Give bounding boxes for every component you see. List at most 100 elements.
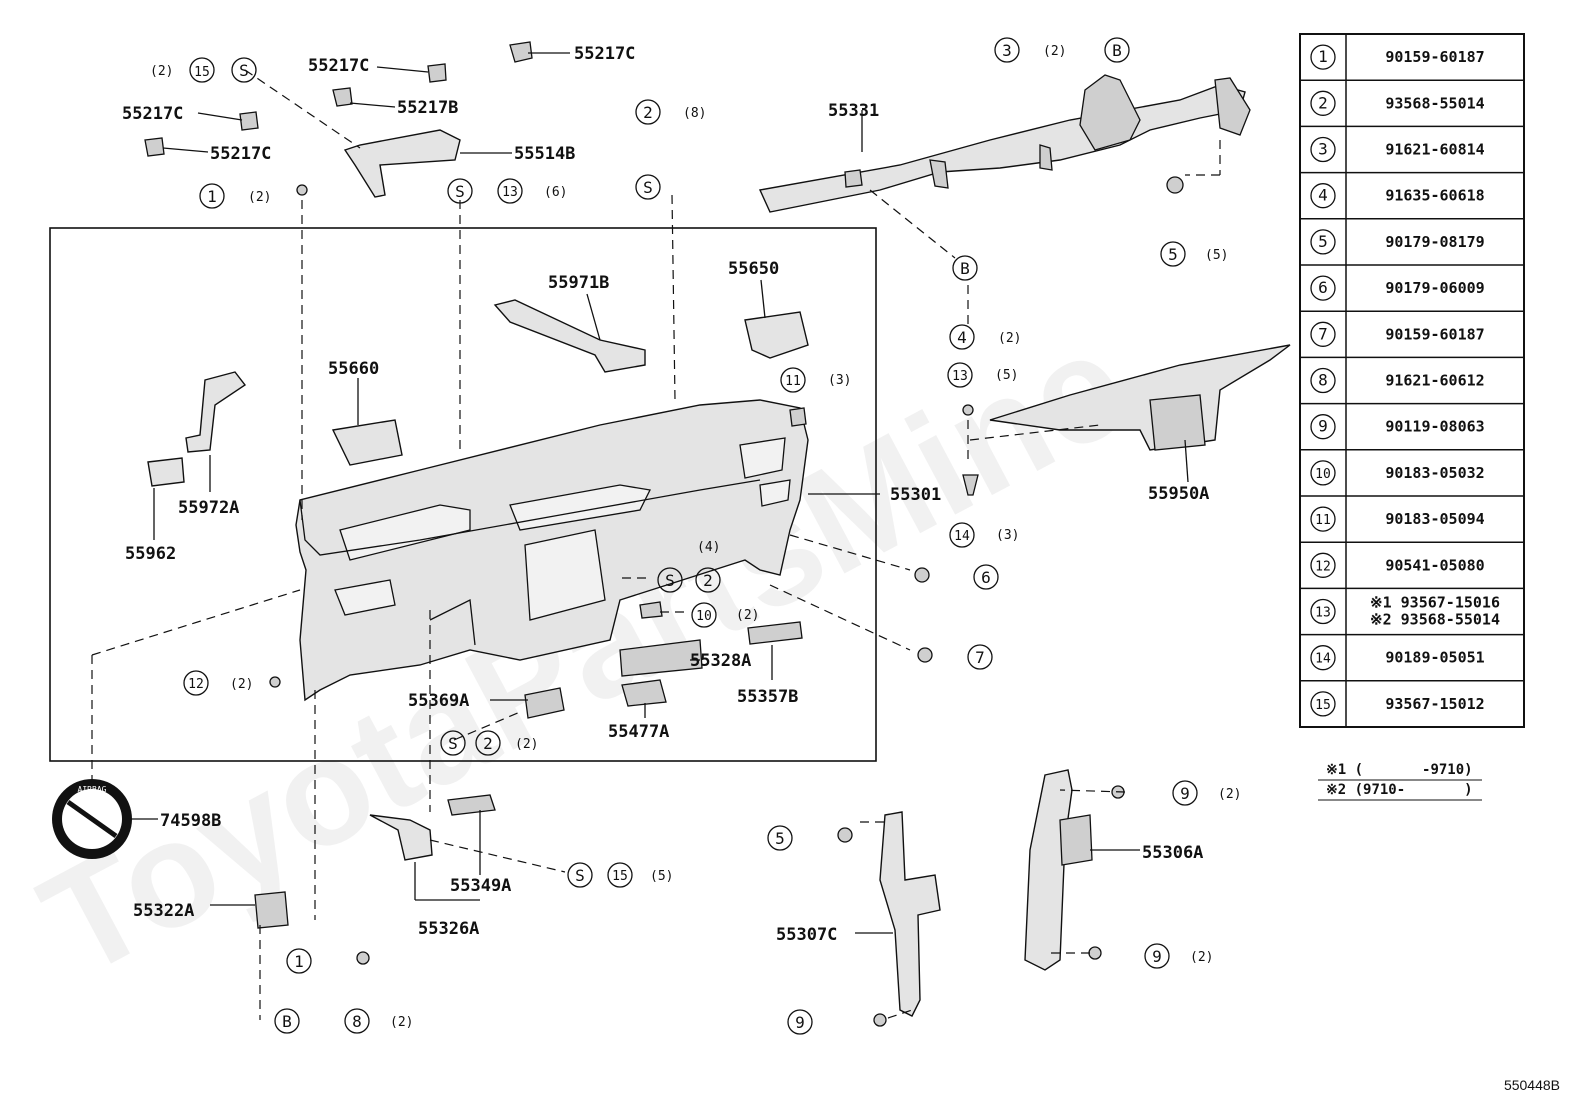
label-55217c-top-left: 55217C <box>308 56 369 76</box>
fastener-ref-number: 10 <box>1315 467 1331 482</box>
qty-13-mid: (5) <box>995 368 1018 383</box>
fastener-ref-circle <box>1310 691 1336 717</box>
fastener-part-code: 90179-08179 <box>1385 233 1484 251</box>
fastener-ref-number: 8 <box>1318 371 1328 390</box>
callout-s-a: S <box>239 61 249 80</box>
qty-13-top: (6) <box>544 185 567 200</box>
qty-15-bottom: (5) <box>650 869 673 884</box>
label-55217c-mid: 55217C <box>122 104 183 124</box>
fastener-part-code: ※2 93568-55014 <box>1370 611 1500 629</box>
qty-3-top: (2) <box>1043 44 1066 59</box>
lower-parts <box>254 769 1093 1017</box>
fastener-ref-circle <box>1310 645 1336 671</box>
callout-13-a: 13 <box>502 185 518 200</box>
fastener-part-code: 90183-05094 <box>1385 510 1484 528</box>
clip-shapes-top <box>144 41 533 157</box>
callout-9-b: 9 <box>1180 784 1190 803</box>
diagram-id: 550448B <box>1504 1077 1560 1093</box>
fastener-part-code: 93568-55014 <box>1385 94 1484 112</box>
callout-2-b: 2 <box>703 571 713 590</box>
callout-circles <box>183 37 1198 1035</box>
callout-15-a: 15 <box>194 65 210 80</box>
label-55962: 55962 <box>125 544 176 564</box>
label-55660: 55660 <box>328 359 379 379</box>
label-55326a: 55326A <box>418 919 479 939</box>
airbag-badge-label: AIRBAG <box>78 785 107 794</box>
fastener-part-code: 90541-05080 <box>1385 556 1484 574</box>
label-55301: 55301 <box>890 485 941 505</box>
label-55349a: 55349A <box>450 876 511 896</box>
fastener-ref-number: 11 <box>1315 513 1331 528</box>
callout-texts: 15 S 3 B 1 S 13 2 S 5 B 4 13 11 14 2 S 6… <box>188 41 1190 1032</box>
small-parts-inside <box>524 407 807 719</box>
vent-55962-shape <box>147 457 185 487</box>
callout-8: 8 <box>352 1012 362 1031</box>
fastener-ref-circle <box>1310 414 1336 440</box>
fastener-ref-circle <box>1310 552 1336 578</box>
qty-14: (3) <box>996 528 1019 543</box>
label-55331: 55331 <box>828 101 879 121</box>
duct-55971b-shape <box>493 299 646 373</box>
fastener-ref-number: 4 <box>1318 186 1328 205</box>
callout-b-a: B <box>1112 41 1122 60</box>
label-55357b: 55357B <box>737 687 798 707</box>
label-55217c-low: 55217C <box>210 144 271 164</box>
qty-12: (2) <box>230 677 253 692</box>
fastener-table-row: 13※1 93567-15016※2 93568-55014 <box>1300 587 1524 629</box>
callout-9-a: 9 <box>795 1013 805 1032</box>
label-55322a: 55322A <box>133 901 194 921</box>
fastener-part-code: ※1 93567-15016 <box>1370 594 1500 612</box>
instrument-panel-reinforcement-shape <box>758 74 1251 213</box>
qty-2-mid: (4) <box>697 540 720 555</box>
fastener-table-row: 3 91621-60814 <box>1300 125 1524 163</box>
note-2: ※2 (9710- ) <box>1326 782 1473 798</box>
callout-2-a: 2 <box>643 103 653 122</box>
fastener-ref-number: 2 <box>1318 93 1328 112</box>
fastener-ref-circle <box>1310 90 1336 116</box>
callout-1-a: 1 <box>207 187 217 206</box>
callout-2-c: 2 <box>483 734 493 753</box>
label-55217c-top-right: 55217C <box>574 44 635 64</box>
label-55307c: 55307C <box>776 925 837 945</box>
fastener-ref-circle <box>1310 183 1336 209</box>
fastener-ref-number: 9 <box>1318 417 1328 436</box>
qty-9-b: (2) <box>1190 950 1213 965</box>
part-number-labels: 55217C 55217C 55217B 55217C 55217C 55514… <box>122 44 1209 945</box>
label-55972a: 55972A <box>178 498 239 518</box>
label-55369a: 55369A <box>408 691 469 711</box>
leader-lines <box>130 52 1189 934</box>
qty-2-bottom: (2) <box>515 737 538 752</box>
fastener-ref-number: 5 <box>1318 232 1328 251</box>
fastener-part-code: 91621-60814 <box>1385 141 1484 159</box>
callout-10: 10 <box>696 609 712 624</box>
fastener-ref-number: 3 <box>1318 140 1328 159</box>
fastener-part-code: 90183-05032 <box>1385 464 1484 482</box>
quantity-texts: (2) (2) (2) (6) (8) (5) (2) (5) (3) (3) … <box>150 44 1241 1030</box>
label-55217b: 55217B <box>397 98 458 118</box>
fastener-ref-number: 6 <box>1318 278 1328 297</box>
callout-15-b: 15 <box>612 869 628 884</box>
fastener-part-code: 90159-60187 <box>1385 48 1484 66</box>
fastener-ref-number: 15 <box>1315 698 1331 713</box>
fastener-ref-number: 14 <box>1315 652 1331 667</box>
callout-5-b: 5 <box>775 829 785 848</box>
instrument-panel-shape <box>295 399 809 702</box>
callout-5-a: 5 <box>1168 245 1178 264</box>
callout-s-c: S <box>643 178 653 197</box>
fastener-table-row: 11 90183-05094 <box>1300 495 1524 532</box>
label-55306a: 55306A <box>1142 843 1203 863</box>
dashed-lines <box>91 69 1221 1020</box>
callout-6: 6 <box>981 568 991 587</box>
qty-4: (2) <box>998 331 1021 346</box>
fastener-ref-circle <box>1310 229 1336 255</box>
fastener-ref-number: 12 <box>1315 559 1331 574</box>
qty-2-top: (8) <box>683 106 706 121</box>
